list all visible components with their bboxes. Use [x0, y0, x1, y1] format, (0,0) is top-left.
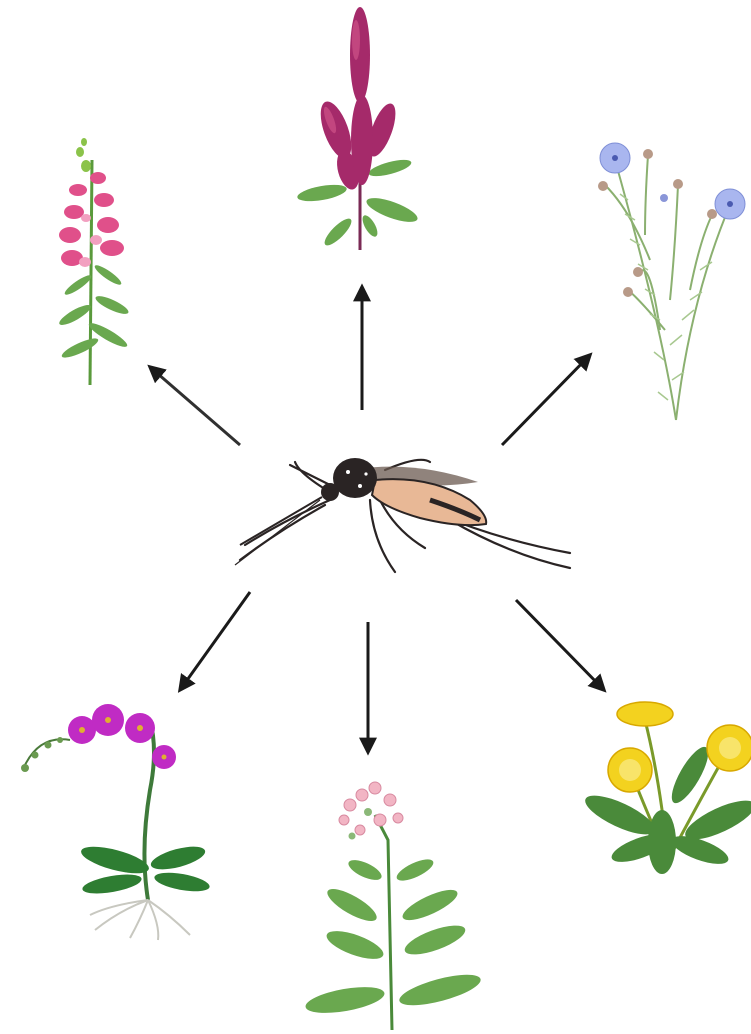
orchid-icon — [21, 704, 211, 940]
arrow-to-flax — [502, 355, 590, 445]
arrows — [150, 287, 604, 752]
arrow-to-dandelion — [516, 600, 604, 690]
flax-icon — [598, 143, 745, 420]
dandelion-icon — [580, 702, 751, 874]
snapdragon-icon — [57, 138, 131, 385]
arrow-to-orchid — [180, 592, 250, 690]
valerian-icon — [304, 782, 484, 1030]
mosquito-icon — [235, 458, 570, 572]
amaranth-icon — [296, 7, 420, 250]
arrow-to-snapdragon — [150, 367, 240, 445]
